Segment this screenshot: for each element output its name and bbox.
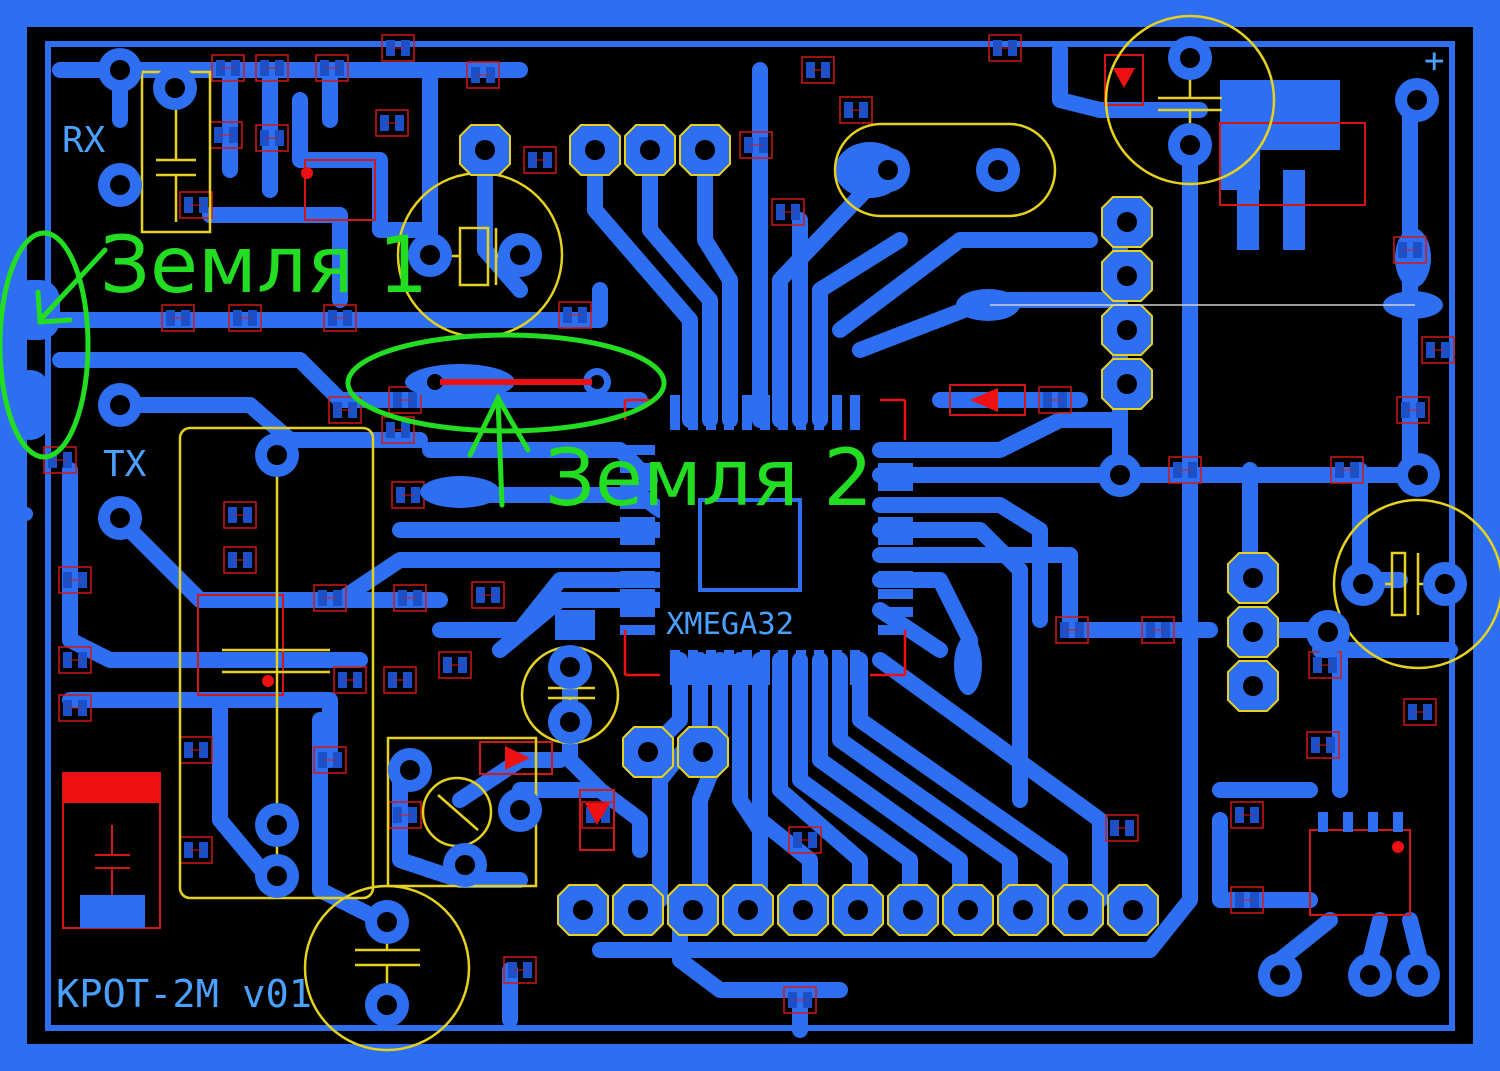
rx-label: RX: [62, 120, 106, 161]
copper-traces: [52, 42, 1458, 1038]
annotation-marks: [0, 230, 667, 508]
mcu-chip: [620, 395, 913, 685]
ground-2-annotation: Земля 2: [545, 434, 873, 524]
board-name: KPOT-2M v01: [56, 972, 312, 1016]
plus-label: +: [1424, 41, 1444, 81]
regulator: [197, 122, 1411, 916]
ground-1-annotation: Земля 1: [100, 221, 428, 311]
chip-label: XMEGA32: [666, 607, 794, 642]
electrolytic-capacitor: [62, 772, 161, 929]
tx-label: TX: [103, 444, 147, 485]
silkscreen: [140, 14, 1500, 1052]
diodes: [301, 54, 1144, 851]
